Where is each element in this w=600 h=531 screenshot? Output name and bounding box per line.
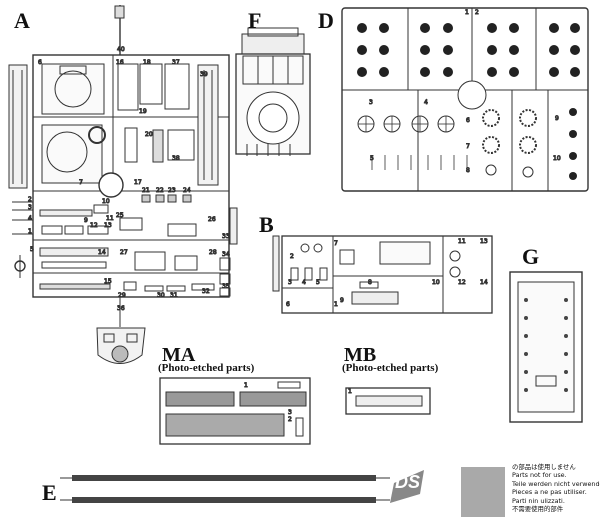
svg-text:11: 11 (106, 215, 114, 222)
svg-text:2: 2 (290, 253, 294, 260)
svg-text:5: 5 (370, 155, 374, 162)
svg-text:28: 28 (209, 249, 217, 256)
legend-line-fr: Pieces a ne pas utiliser. (512, 488, 587, 497)
svg-text:13: 13 (104, 222, 112, 229)
svg-text:4: 4 (302, 279, 306, 286)
svg-text:29: 29 (118, 292, 126, 299)
svg-text:9: 9 (340, 297, 344, 304)
svg-text:40: 40 (117, 46, 125, 53)
svg-text:3: 3 (28, 204, 32, 211)
svg-text:7: 7 (334, 240, 338, 247)
svg-text:8: 8 (368, 279, 372, 286)
svg-text:8: 8 (466, 167, 470, 174)
svg-text:27: 27 (120, 249, 128, 256)
mb-subtitle: (Photo-etched parts) (342, 362, 439, 374)
svg-text:14: 14 (98, 249, 106, 256)
svg-text:21: 21 (142, 187, 150, 194)
svg-text:12: 12 (90, 222, 98, 229)
sprue-b: 2 3 4 5 6 7 8 9 10 11 12 13 14 1 (272, 235, 493, 314)
svg-text:6: 6 (466, 117, 470, 124)
svg-text:30: 30 (157, 292, 165, 299)
svg-text:12: 12 (458, 279, 466, 286)
svg-text:39: 39 (200, 71, 208, 78)
svg-text:13: 13 (480, 238, 488, 245)
svg-text:1: 1 (348, 388, 352, 395)
svg-text:38: 38 (172, 155, 180, 162)
legend-line-it: Parti nin ulizzati. (512, 496, 565, 505)
legend-line-en: Parts not for use. (512, 471, 567, 480)
svg-text:24: 24 (183, 187, 191, 194)
sprue-f (235, 27, 311, 156)
ma-title: MA (162, 344, 196, 366)
sprue-a: 40 6 16 18 37 39 19 20 38 7 17 21 22 23 … (8, 5, 238, 364)
svg-text:2: 2 (288, 416, 292, 423)
svg-text:10: 10 (102, 198, 110, 205)
legend-line-de: Teile werden nicht verwendet. (512, 479, 600, 488)
svg-text:10: 10 (553, 155, 561, 162)
svg-text:20: 20 (145, 131, 153, 138)
sprue-e-label: E (42, 480, 57, 505)
svg-text:3: 3 (369, 99, 373, 106)
svg-text:33: 33 (222, 233, 230, 240)
sprue-a-label: A (14, 8, 30, 33)
svg-text:22: 22 (156, 187, 164, 194)
sprue-g-label: G (522, 244, 540, 269)
svg-text:23: 23 (168, 187, 176, 194)
svg-text:3: 3 (288, 409, 292, 416)
svg-text:1: 1 (334, 301, 338, 308)
not-used-legend: の部品は使用しません Parts not for use. Teile werd… (512, 463, 600, 514)
svg-text:16: 16 (116, 59, 124, 66)
mb-title: MB (344, 344, 377, 366)
svg-text:26: 26 (208, 216, 216, 223)
svg-text:18: 18 (143, 59, 151, 66)
svg-text:25: 25 (116, 212, 124, 219)
sprue-ma: 1 2 3 (159, 377, 311, 445)
svg-text:9: 9 (555, 115, 559, 122)
svg-text:15: 15 (104, 278, 112, 285)
svg-text:19: 19 (139, 108, 147, 115)
svg-text:1: 1 (244, 382, 248, 389)
svg-text:11: 11 (458, 238, 466, 245)
svg-text:6: 6 (286, 301, 290, 308)
svg-text:4: 4 (28, 215, 32, 222)
svg-text:14: 14 (480, 279, 488, 286)
sprue-d-label: D (318, 8, 334, 33)
svg-text:10: 10 (432, 279, 440, 286)
svg-text:31: 31 (170, 292, 178, 299)
svg-text:6: 6 (38, 59, 42, 66)
svg-text:32: 32 (202, 288, 210, 295)
sprue-b-label: B (259, 212, 274, 237)
svg-text:35: 35 (222, 283, 230, 290)
svg-text:5: 5 (316, 279, 320, 286)
ds-logo (390, 470, 424, 503)
svg-text:7: 7 (79, 179, 83, 186)
sprue-f-label: F (248, 8, 262, 33)
svg-text:36: 36 (117, 305, 125, 312)
svg-text:2: 2 (28, 196, 32, 203)
svg-text:37: 37 (172, 59, 180, 66)
svg-text:34: 34 (222, 251, 230, 258)
track-e (60, 475, 390, 503)
svg-text:17: 17 (134, 179, 142, 186)
svg-text:2: 2 (475, 9, 479, 16)
svg-text:9: 9 (84, 217, 88, 224)
svg-text:7: 7 (466, 143, 470, 150)
svg-text:1: 1 (28, 228, 32, 235)
sprue-d: 1 2 3 4 5 6 7 8 9 10 (341, 7, 589, 192)
svg-text:5: 5 (30, 246, 34, 253)
not-used-swatch (461, 467, 505, 517)
brand-logo-text: DS (395, 472, 421, 492)
svg-text:4: 4 (424, 99, 428, 106)
sprue-mb: 1 (345, 387, 431, 415)
sprue-g (509, 271, 583, 423)
ma-subtitle: (Photo-etched parts) (158, 362, 255, 374)
svg-text:1: 1 (465, 9, 469, 16)
svg-text:3: 3 (288, 279, 292, 286)
legend-line-ja: の部品は使用しません (512, 463, 576, 471)
legend-line-zh: 不需要使用的部件 (512, 505, 564, 514)
